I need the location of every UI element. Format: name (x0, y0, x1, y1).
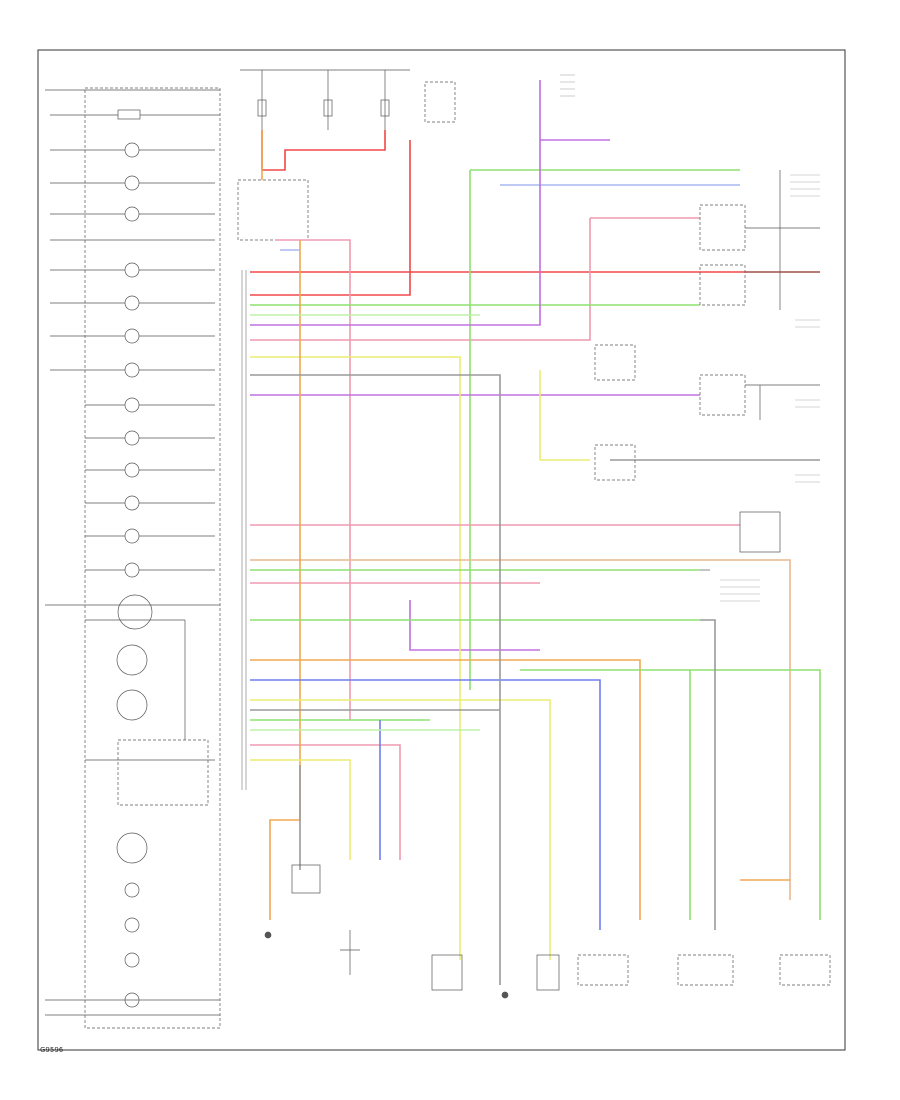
fuse-3 (380, 99, 390, 117)
unit-box (431, 954, 463, 991)
resistor-symbol (117, 109, 141, 120)
wire-yellow (250, 759, 351, 860)
wire-violet (250, 80, 541, 326)
instrument-cluster (45, 87, 221, 1029)
fuse-block (237, 69, 456, 241)
wire-tan (250, 559, 791, 900)
sensor-box (291, 864, 321, 894)
wire-blue (250, 679, 601, 930)
wire-pink (250, 744, 401, 860)
sensor-box-2 (577, 954, 629, 986)
fuse-1 (257, 99, 267, 117)
module-box (739, 511, 781, 553)
cluster-lower-lamps (124, 882, 140, 1008)
motor-box (677, 954, 734, 986)
switch-box (779, 954, 831, 986)
wire-orange (269, 240, 301, 920)
wire-violet (409, 600, 540, 651)
wire-harness (250, 80, 821, 985)
wire-green (520, 669, 821, 920)
diagram-code: G9596 (40, 1046, 64, 1054)
cluster-indicator-lamps (124, 142, 140, 578)
cluster-internal-lines (45, 149, 220, 606)
annotation-marks (560, 74, 820, 602)
wire-orange (250, 659, 641, 920)
wire-yellow (250, 356, 461, 960)
bottom-components (264, 864, 831, 999)
wire-pink (275, 239, 351, 720)
wire-pink (250, 218, 591, 341)
cluster-gauges (116, 594, 153, 864)
connector-pin-column (241, 270, 247, 790)
wire-red (261, 130, 386, 171)
wire-gray (700, 619, 716, 930)
diagram-border (37, 49, 846, 1051)
relay-box (237, 179, 309, 241)
fuse-2 (323, 99, 333, 117)
sender-box (536, 954, 560, 991)
right-components (594, 170, 820, 571)
wire-red (250, 140, 411, 296)
relay-switch (699, 204, 746, 251)
wire-gray (250, 374, 501, 985)
wire-yellow (250, 699, 551, 960)
